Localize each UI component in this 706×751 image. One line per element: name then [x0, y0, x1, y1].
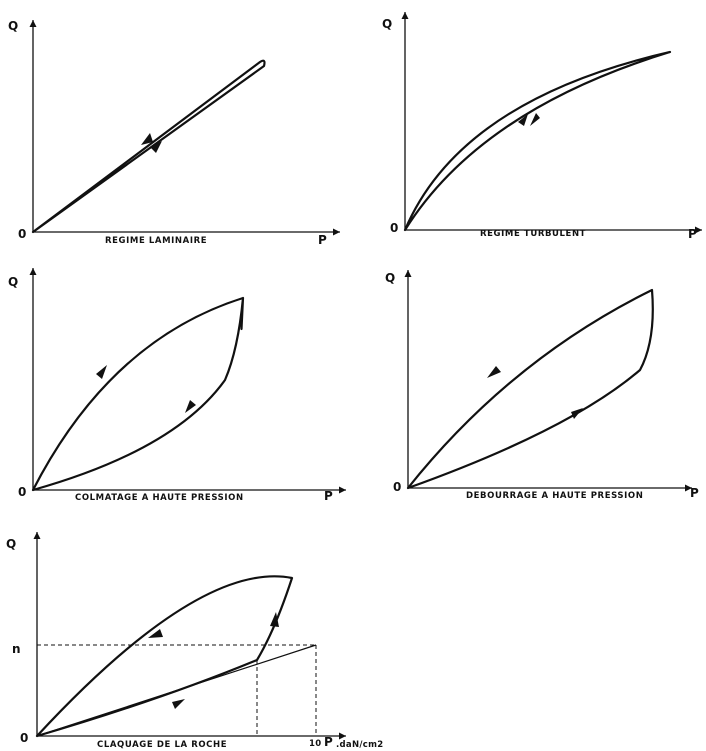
y-axis-label: Q [8, 275, 18, 289]
arrow-unloading [530, 113, 540, 126]
origin-label: 0 [390, 221, 398, 235]
x-axis-label: P [324, 489, 333, 503]
panel-claquage: Q P 0 .daN/cm2 10 n CLAQUAGE DE LA ROCHE [6, 532, 383, 750]
hysteresis-loop [35, 575, 294, 738]
hysteresis-loop [31, 59, 266, 234]
hysteresis-loop [406, 288, 654, 490]
panel-debourrage: Q P 0 DEBOURRAGE A HAUTE PRESSION [385, 270, 699, 501]
x-axis-label: P [318, 233, 327, 247]
origin-label: 0 [18, 485, 26, 499]
arrow-loading [518, 114, 528, 126]
arrow-loading [172, 699, 185, 709]
arrow-unloading [141, 133, 153, 145]
panel-caption: REGIME LAMINAIRE [105, 236, 207, 246]
x-axis-label: P [690, 486, 699, 500]
panel-colmatage: Q P 0 COLMATAGE A HAUTE PRESSION [8, 268, 346, 503]
origin-label: 0 [393, 480, 401, 494]
y-axis-label: Q [6, 537, 16, 551]
arrow-loading [571, 408, 583, 419]
origin-label: 0 [18, 227, 26, 241]
arrow-unloading [487, 366, 501, 378]
arrow-loading [150, 141, 162, 153]
x-tick-label: 10 [309, 739, 321, 749]
hysteresis-loop [403, 50, 672, 232]
arrow-breakdown [270, 612, 279, 627]
panel-turbulent: Q P 0 REGIME TURBULENT [382, 12, 702, 241]
y-tick-label: n [12, 642, 21, 656]
y-axis-label: Q [385, 271, 395, 285]
arrow-loading [96, 365, 107, 379]
arrow-unloading [148, 629, 163, 638]
y-axis-label: Q [8, 19, 18, 33]
panel-caption: CLAQUAGE DE LA ROCHE [97, 740, 227, 750]
y-axis-label: Q [382, 17, 392, 31]
panel-caption: DEBOURRAGE A HAUTE PRESSION [466, 491, 643, 501]
origin-label: 0 [20, 731, 28, 745]
panel-caption: REGIME TURBULENT [480, 229, 586, 239]
x-axis-unit: .daN/cm2 [336, 740, 383, 750]
arrow-unloading [185, 400, 196, 413]
panel-laminaire: Q P 0 REGIME LAMINAIRE [8, 19, 340, 247]
panel-caption: COLMATAGE A HAUTE PRESSION [75, 493, 244, 503]
hysteresis-loop [31, 296, 245, 492]
x-axis-label: P [324, 735, 333, 749]
x-axis-label: P [688, 227, 697, 241]
